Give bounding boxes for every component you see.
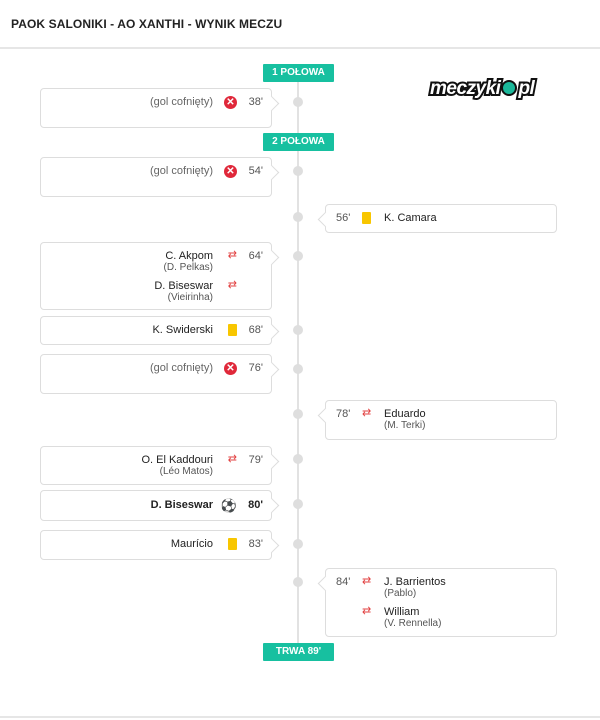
substitution-icon: ⇄ — [227, 279, 237, 291]
logo-text-suffix: pl — [516, 76, 536, 101]
meczyki-logo: meczyki pl — [428, 76, 537, 101]
substitution-icon: ⇄ — [362, 605, 372, 617]
player-name: K. Camara — [384, 212, 437, 224]
goal-cancelled-icon: ✕ — [224, 96, 237, 109]
substitution: J. Barrientos(Pablo) — [384, 576, 446, 599]
event-card: 78' ⇄ Eduardo(M. Terki) — [325, 400, 557, 440]
logo-ball-icon — [501, 80, 518, 96]
yellow-card-icon — [228, 324, 237, 336]
event-card: D. Biseswar ⚽ 80' — [40, 490, 272, 521]
event-card: (gol cofnięty) ✕ 38' — [40, 88, 272, 128]
timeline-dot — [293, 166, 303, 176]
event-minute: 76' — [248, 362, 263, 374]
substitution-icon: ⇄ — [362, 407, 372, 419]
event-minute: 79' — [248, 454, 263, 466]
event-card: Maurício 83' — [40, 530, 272, 560]
player-out: (V. Rennella) — [384, 618, 442, 629]
footer-divider — [0, 716, 600, 718]
substitution: Eduardo(M. Terki) — [384, 408, 426, 431]
event-minute: 64' — [248, 250, 263, 262]
player-out: (Léo Matos) — [159, 466, 213, 477]
period-label-first-half: 1 POŁOWA — [263, 64, 334, 82]
timeline-dot — [293, 212, 303, 222]
event-card: (gol cofnięty) ✕ 76' — [40, 354, 272, 394]
event-card: K. Swiderski 68' — [40, 316, 272, 345]
player-in: William — [384, 606, 420, 618]
substitution: William(V. Rennella) — [384, 606, 441, 629]
timeline-dot — [293, 539, 303, 549]
player-in: C. Akpom — [165, 250, 213, 262]
period-label-second-half: 2 POŁOWA — [263, 133, 334, 151]
event-card: 84' ⇄ J. Barrientos(Pablo) ⇄ William(V. Ren… — [325, 568, 557, 637]
player-in: J. Barrientos — [384, 576, 446, 588]
header: PAOK SALONIKI - AO XANTHI - WYNIK MECZU — [0, 0, 600, 49]
event-card: (gol cofnięty) ✕ 54' — [40, 157, 272, 197]
event-text: (gol cofnięty) — [150, 362, 213, 374]
timeline-dot — [293, 409, 303, 419]
timeline-dot — [293, 97, 303, 107]
timeline-dot — [293, 325, 303, 335]
player-in: Eduardo — [384, 408, 426, 420]
event-minute: 68' — [248, 324, 263, 336]
logo-text: meczyki — [428, 76, 503, 101]
substitution: C. Akpom(D. Pelkas) — [164, 250, 213, 273]
goal-ball-icon: ⚽ — [220, 498, 237, 513]
timeline-dot — [293, 499, 303, 509]
yellow-card-icon — [228, 538, 237, 550]
event-minute: 54' — [248, 165, 263, 177]
match-status-badge: TRWA 89' — [263, 643, 334, 661]
timeline-dot — [293, 251, 303, 261]
page-title: PAOK SALONIKI - AO XANTHI - WYNIK MECZU — [11, 17, 283, 31]
player-out: (D. Pelkas) — [163, 262, 213, 273]
yellow-card-icon — [362, 212, 371, 224]
event-card: C. Akpom(D. Pelkas) ⇄ 64' D. Biseswar(Viei… — [40, 242, 272, 310]
goal-cancelled-icon: ✕ — [224, 362, 237, 375]
substitution-icon: ⇄ — [227, 453, 237, 465]
player-in: O. El Kaddouri — [141, 454, 213, 466]
event-minute: 78' — [336, 408, 351, 420]
event-minute: 38' — [248, 96, 263, 108]
substitution-icon: ⇄ — [362, 575, 372, 587]
event-card: O. El Kaddouri(Léo Matos) ⇄ 79' — [40, 446, 272, 485]
player-name: Maurício — [170, 538, 213, 550]
player-name: K. Swiderski — [152, 324, 213, 336]
timeline-dot — [293, 577, 303, 587]
event-card: 56' K. Camara — [325, 204, 557, 233]
player-out: (Pablo) — [384, 588, 417, 599]
event-minute: 84' — [336, 576, 351, 588]
timeline-dot — [293, 364, 303, 374]
substitution-icon: ⇄ — [227, 249, 237, 261]
event-minute: 83' — [248, 538, 263, 550]
event-minute: 80' — [248, 499, 263, 511]
event-text: (gol cofnięty) — [150, 96, 213, 108]
player-out: (Vieirinha) — [167, 292, 213, 303]
player-out: (M. Terki) — [384, 420, 426, 431]
player-in: D. Biseswar — [154, 280, 213, 292]
substitution: O. El Kaddouri(Léo Matos) — [141, 454, 213, 477]
goal-cancelled-icon: ✕ — [224, 165, 237, 178]
event-text: (gol cofnięty) — [150, 165, 213, 177]
event-minute: 56' — [336, 212, 351, 224]
timeline-line — [297, 70, 299, 655]
scorer-name: D. Biseswar — [150, 499, 213, 511]
substitution: D. Biseswar(Vieirinha) — [154, 280, 213, 303]
timeline-dot — [293, 454, 303, 464]
